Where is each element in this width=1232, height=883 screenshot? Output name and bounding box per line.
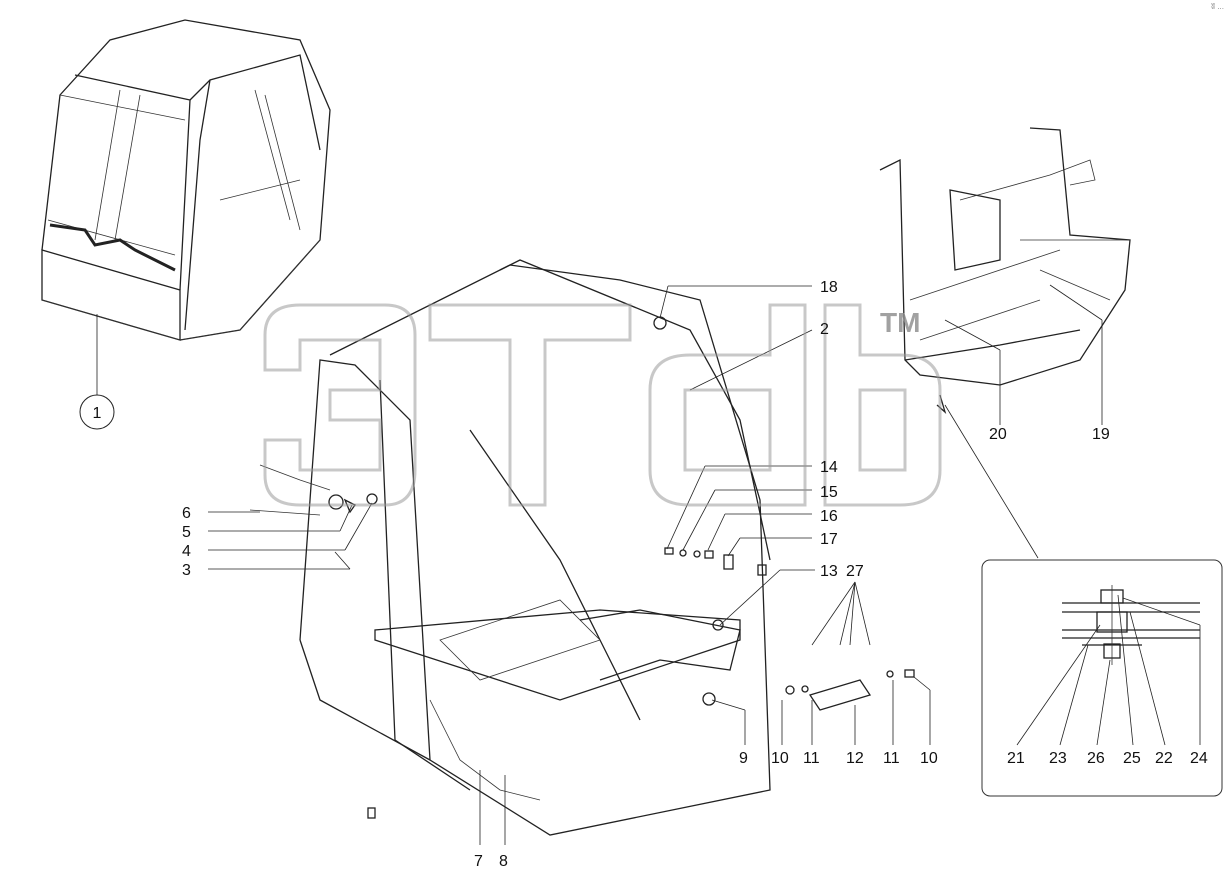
cab-assembly-drawing [41,19,331,341]
callout-17: 17 [820,531,838,548]
callout-5: 5 [182,524,191,541]
callout-9: 9 [739,750,748,767]
watermark-logo [263,303,942,507]
callout-2: 2 [820,321,829,338]
callout-6: 6 [182,505,191,522]
callout-16: 16 [820,508,838,525]
fastener-group [328,316,915,819]
callout-1-circle [79,394,115,430]
callout-12: 12 [846,750,864,767]
callout-11-right: 11 [883,750,900,767]
callout-22: 22 [1155,750,1173,767]
callout-26: 26 [1087,750,1105,767]
trademark-symbol: TM [880,307,920,338]
corner-mark: ʬ ... [1211,2,1224,11]
callout-25: 25 [1123,750,1141,767]
callout-20: 20 [989,426,1007,443]
callout-27: 27 [846,563,864,580]
leader-lines [96,284,1201,845]
callout-7: 7 [474,853,483,870]
detail-inset [981,559,1223,797]
callout-21: 21 [1007,750,1025,767]
callout-3: 3 [182,562,191,579]
callout-10: 10 [771,750,789,767]
callout-4: 4 [182,543,191,560]
callout-24: 24 [1190,750,1208,767]
floor-subassembly-drawing [879,127,1131,414]
callout-13: 13 [820,563,838,580]
callout-1: 1 [93,405,102,422]
callout-14: 14 [820,459,838,476]
callout-19: 19 [1092,426,1110,443]
callout-15: 15 [820,484,838,501]
callout-10-right: 10 [920,750,938,767]
callout-8: 8 [499,853,508,870]
callout-18: 18 [820,279,838,296]
callout-23: 23 [1049,750,1067,767]
callout-11: 11 [803,750,820,767]
